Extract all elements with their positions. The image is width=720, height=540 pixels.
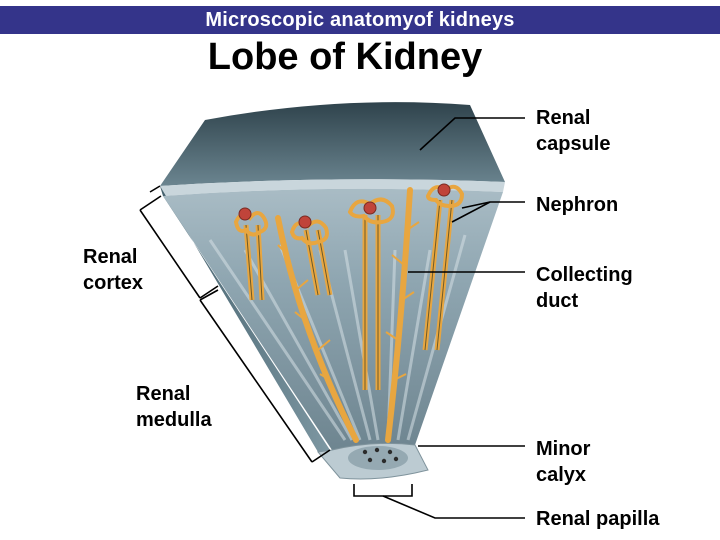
label-nephron: Nephron [536,194,619,216]
slide-title: Lobe of Kidney [207,36,483,78]
renal-capsule-surface [160,102,505,186]
papillary-openings [362,447,399,464]
header-bar: Microscopic anatomyof kidneys [0,6,720,34]
renal-capsule-rim [160,179,505,196]
label-renal-papilla: Renal papilla [536,508,660,530]
collecting-ducts [275,187,413,443]
label-renal-medulla: Renal medulla [136,383,212,431]
label-renal-cortex: Renal cortex [83,246,144,294]
cortex-bracket [139,185,219,299]
label-minor-calyx: Minor calyx [536,438,591,486]
nephrons [234,184,465,390]
lobe-side-face [160,186,330,452]
label-collecting-duct: Collecting duct [536,264,633,312]
header-title: Microscopic anatomyof kidneys [205,9,515,31]
papilla-bracket [353,484,413,497]
label-renal-capsule: Renal capsule [536,107,611,155]
medulla-bracket [199,289,331,463]
leader-lines [382,117,525,519]
glomeruli [238,183,451,229]
